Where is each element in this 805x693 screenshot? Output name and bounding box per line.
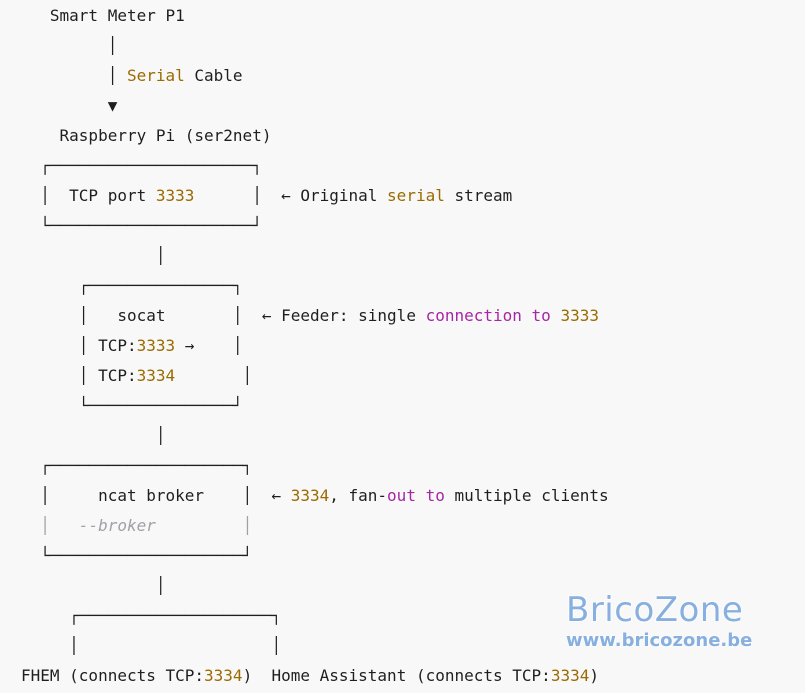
code-token: ┌────────────────────┐ [21, 606, 282, 625]
code-line: ┌────────────────────┐ [21, 451, 252, 481]
code-line: ▼ [21, 91, 118, 121]
code-token: │ [21, 36, 118, 55]
code-token: 3333 [155, 186, 195, 205]
code-token: ▼ [21, 96, 118, 115]
code-line: Raspberry Pi (ser2net) [21, 121, 272, 151]
code-line: │ Serial Cable [21, 61, 243, 91]
code-token: to [425, 486, 445, 505]
code-token: │ TCP port [21, 186, 156, 205]
code-token: 3333 [560, 306, 599, 325]
code-line: │ --broker │ [21, 511, 252, 541]
code-token: multiple clients [444, 486, 609, 505]
code-token: → │ [175, 336, 243, 355]
code-line: │ │ [21, 631, 281, 661]
code-token: ) [589, 666, 599, 685]
code-token: └───────────────┘ [21, 396, 243, 415]
code-token: 3334 [136, 366, 176, 385]
code-line: │ [21, 31, 118, 61]
code-token: 3334 [204, 666, 243, 685]
code-token: │ TCP: [21, 366, 137, 385]
code-token: connection to [425, 306, 551, 325]
bricozone-watermark: BricoZone www.bricozone.be [566, 590, 766, 652]
code-line: │ TCP:3333 → │ [21, 331, 243, 361]
code-line: │ socat │ ← Feeder: single connection to… [21, 301, 599, 331]
code-line: └────────────────────┘ [21, 541, 252, 571]
code-token: 3333 [136, 336, 176, 355]
code-token: │ [21, 66, 127, 85]
code-token: └────────────────────┘ [21, 546, 253, 565]
code-token: --broker [49, 516, 156, 535]
code-token: Raspberry Pi (ser2net) [21, 126, 272, 145]
code-token: Cable [184, 66, 243, 85]
code-token: │ │ [21, 636, 282, 655]
code-token: , fan- [329, 486, 388, 505]
watermark-url: www.bricozone.be [566, 630, 753, 651]
code-token: 3334 [550, 666, 590, 685]
code-token [551, 306, 561, 325]
code-token: │ TCP: [21, 336, 137, 355]
code-line: Smart Meter P1 [21, 1, 185, 31]
code-line: │ TCP port 3333 │ ← Original serial stre… [21, 181, 512, 211]
code-token: 3334 [290, 486, 330, 505]
code-token: out [387, 486, 416, 505]
code-line: FHEM (connects TCP:3334) Home Assistant … [21, 661, 599, 691]
code-line: │ [21, 571, 166, 601]
code-token: │ ← Original [194, 186, 388, 205]
code-line: │ ncat broker │ ← 3334, fan-out to multi… [21, 481, 609, 511]
code-line: ┌───────────────┐ [21, 271, 243, 301]
code-token: ) Home Assistant (connects TCP: [242, 666, 551, 685]
code-line: └─────────────────────┘ [21, 211, 262, 241]
code-line: ┌─────────────────────┐ [21, 151, 262, 181]
code-token: ┌────────────────────┐ [21, 456, 253, 475]
code-token: │ [155, 516, 253, 535]
code-token: FHEM (connects TCP: [21, 666, 205, 685]
code-token: │ [175, 366, 253, 385]
code-token: Smart Meter P1 [21, 6, 185, 25]
code-token [416, 486, 426, 505]
code-token: │ ncat broker │ ← [21, 486, 291, 505]
code-line: │ TCP:3334 │ [21, 361, 252, 391]
code-token: serial [387, 186, 445, 205]
code-line: ┌────────────────────┐ [21, 601, 281, 631]
code-line: │ [21, 421, 166, 451]
code-line: │ [21, 241, 166, 271]
code-token: │ [21, 426, 166, 445]
code-token: │ [21, 246, 166, 265]
watermark-title: BricoZone [566, 590, 744, 630]
code-token: │ [21, 576, 166, 595]
code-line: └───────────────┘ [21, 391, 243, 421]
code-token: Serial [126, 66, 185, 85]
code-token: │ [21, 516, 50, 535]
code-token: ┌─────────────────────┐ [21, 156, 262, 175]
code-token: └─────────────────────┘ [21, 216, 262, 235]
code-token: stream [444, 186, 513, 205]
code-token: ┌───────────────┐ [21, 276, 243, 295]
code-token: │ socat │ ← Feeder: single [21, 306, 426, 325]
